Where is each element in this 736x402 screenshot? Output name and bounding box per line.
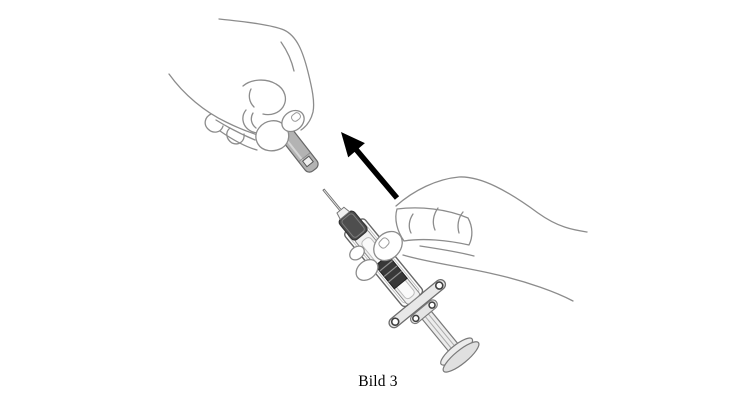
stopper-rib xyxy=(379,260,393,272)
needle-hub xyxy=(336,206,351,221)
needle-cap-ridge xyxy=(298,152,311,162)
plunger-rod-rib xyxy=(423,314,454,351)
stopper-rib xyxy=(388,270,402,283)
right-hand-finger-crease xyxy=(432,207,439,231)
left-index-nail xyxy=(291,112,301,122)
flange-hole xyxy=(434,281,444,290)
left-hand-finger-crease xyxy=(250,112,257,129)
left-thumb-base-line xyxy=(219,130,258,151)
thumb-rest-disc xyxy=(442,341,480,373)
left-thumb-tip xyxy=(255,120,290,152)
left-hand-finger-crease xyxy=(248,88,255,108)
stopper-rib xyxy=(383,265,398,277)
right-hand-palm-edge xyxy=(402,254,574,302)
needle-shield-band-highlight xyxy=(341,213,365,238)
left-hand-back-contour xyxy=(218,18,315,131)
left-thumb-base-line xyxy=(215,119,256,141)
arrow-head xyxy=(341,132,365,158)
arrow-up-icon xyxy=(341,132,400,200)
guard-tab-hole xyxy=(428,301,436,309)
right-hand-finger-crease xyxy=(408,213,414,234)
syringe xyxy=(322,188,480,373)
guard-tab-hole xyxy=(412,314,420,323)
left-hand-palm-edge xyxy=(168,73,262,137)
left-hand-knuckle-bump xyxy=(226,127,245,145)
right-hand-finger-line xyxy=(419,245,475,257)
needle-cap-window xyxy=(301,155,314,168)
right-index-fingertip xyxy=(373,230,403,262)
left-hand-curled-finger xyxy=(242,79,287,116)
right-hand-top-contour xyxy=(395,176,588,233)
right-thumb-tip xyxy=(355,259,379,281)
left-hand-grip xyxy=(255,109,305,152)
right-index-nail xyxy=(378,237,390,249)
needle-highlight xyxy=(323,189,341,211)
right-hand-finger-crease xyxy=(457,211,464,234)
left-hand xyxy=(168,18,315,151)
figure-caption: Bild 3 xyxy=(358,373,398,390)
left-hand-wrist-line xyxy=(280,41,295,72)
right-thumb-knuckle xyxy=(349,245,365,261)
right-hand xyxy=(349,176,588,302)
flange-hole xyxy=(390,317,400,327)
arrow-shaft xyxy=(351,145,400,200)
plunger-rod-rib xyxy=(426,312,457,349)
